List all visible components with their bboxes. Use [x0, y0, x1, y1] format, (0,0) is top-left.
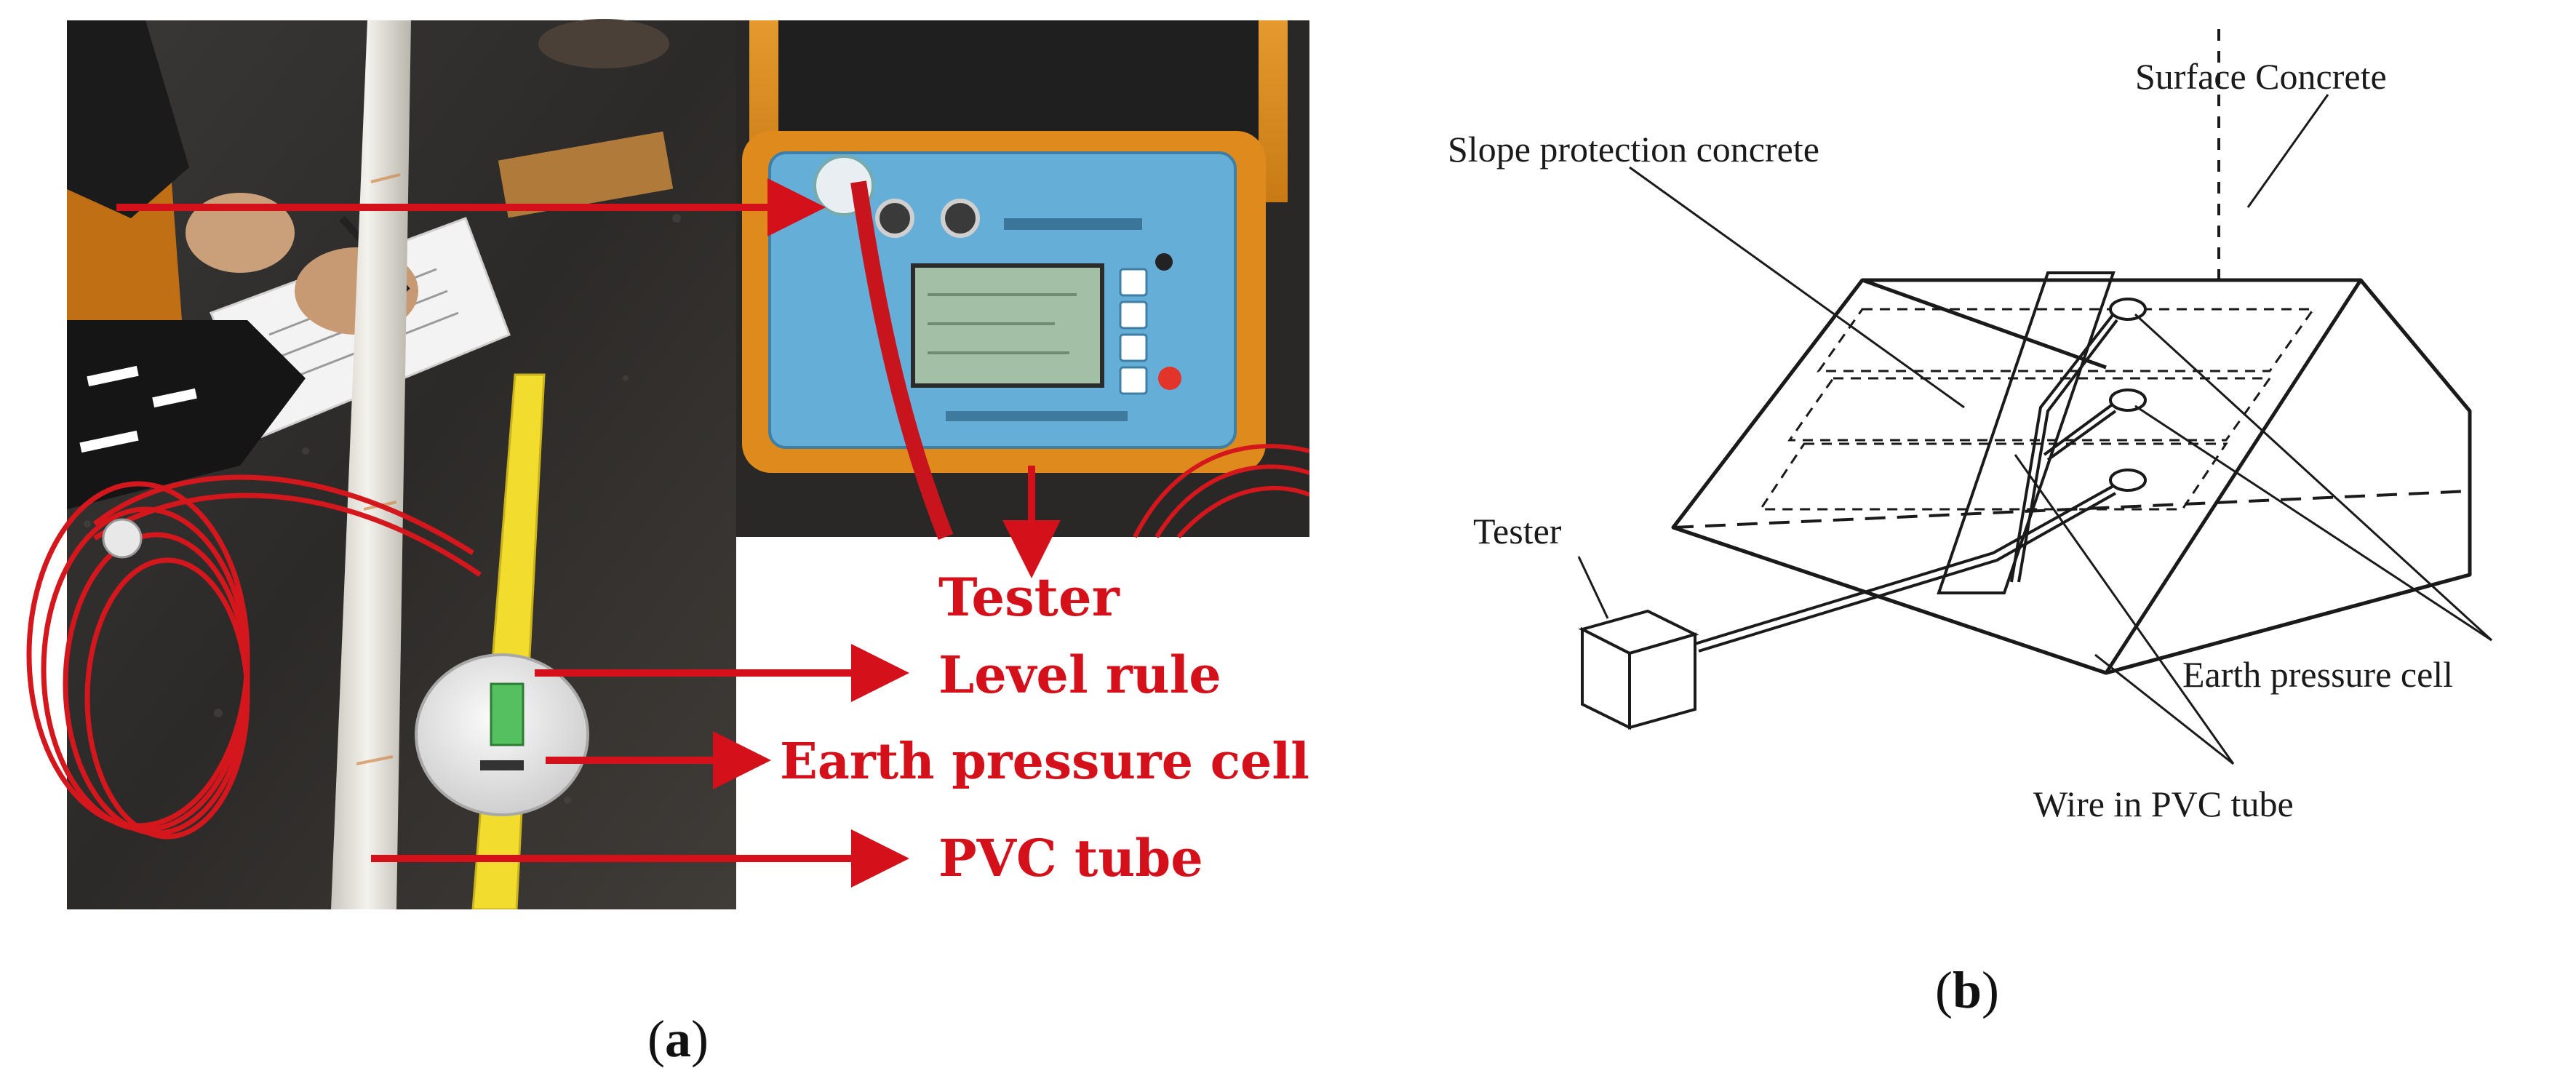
label-tester: Tester	[1473, 511, 1562, 551]
panel-b-schematic: Surface Concrete Slope protection concre…	[1353, 0, 2576, 873]
callout-earth-pressure-cell: Earth pressure cell	[780, 733, 1309, 791]
caption-a-open: (	[647, 1010, 665, 1068]
caption-a-close: )	[690, 1010, 709, 1068]
callout-level-rule: Level rule	[938, 645, 1221, 705]
caption-b: (b)	[1935, 964, 1999, 1016]
caption-b-letter: b	[1952, 961, 1982, 1019]
panel-a-photo: Tester Level rule Earth pressure cell PV…	[0, 0, 1309, 909]
schematic-drawing	[1577, 29, 2493, 765]
label-surface-concrete: Surface Concrete	[2135, 56, 2387, 97]
label-wire-in-pvc-tube: Wire in PVC tube	[2033, 784, 2294, 824]
label-slope-protection-concrete: Slope protection concrete	[1448, 129, 1819, 170]
caption-a-letter: a	[664, 1010, 691, 1068]
label-earth-pressure-cell: Earth pressure cell	[2182, 654, 2454, 695]
caption-b-close: )	[1982, 961, 2000, 1019]
caption-a: (a)	[647, 1013, 709, 1065]
photo-illustration	[26, 19, 1309, 909]
callout-tester: Tester	[938, 566, 1120, 628]
caption-b-open: (	[1935, 961, 1953, 1019]
callout-pvc-tube: PVC tube	[938, 828, 1203, 888]
